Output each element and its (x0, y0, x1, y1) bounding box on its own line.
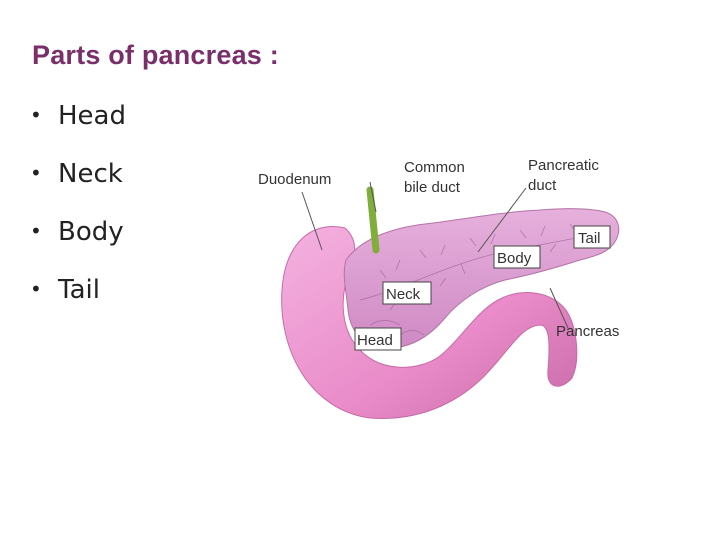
body-label-box (493, 245, 541, 269)
bullet-text: Head (58, 101, 126, 131)
slide-title: Parts of pancreas : (32, 40, 279, 70)
bullet-text: Neck (58, 159, 123, 189)
label-pancreatic-duct: Pancreatic (528, 157, 599, 174)
bullet-marker: • (30, 103, 42, 127)
bullet-marker: • (30, 161, 42, 185)
bullet-item: • Body (30, 212, 126, 270)
label-pancreatic-duct-2: duct (528, 177, 557, 194)
duodenum-shape (281, 226, 578, 419)
label-head: Head (357, 332, 393, 349)
leader-lines (301, 181, 569, 329)
label-common-bile-duct-2: bile duct (404, 179, 461, 196)
bullet-item: • Head (30, 96, 126, 154)
label-neck: Neck (386, 286, 421, 303)
label-duodenum: Duodenum (258, 171, 331, 188)
head-label-box (354, 327, 402, 351)
bullet-text: Body (58, 217, 124, 247)
tail-label-box (573, 225, 611, 249)
pancreas-illustration: Duodenum Common bile duct Pancreatic duc… (258, 157, 619, 419)
label-body: Body (497, 250, 532, 267)
bullet-text: Tail (58, 275, 100, 305)
label-common-bile-duct: Common (404, 159, 465, 176)
label-pancreas: Pancreas (556, 323, 619, 340)
neck-label-box (382, 281, 432, 305)
label-tail: Tail (578, 230, 601, 247)
bullet-marker: • (30, 219, 42, 243)
pancreas-diagram: Duodenum Common bile duct Pancreatic duc… (250, 150, 650, 430)
bullet-item: • Neck (30, 154, 126, 212)
bile-duct-shape (366, 186, 380, 254)
bullet-list: • Head • Neck • Body • Tail (30, 96, 126, 328)
bullet-item: • Tail (30, 270, 126, 328)
bullet-marker: • (30, 277, 42, 301)
